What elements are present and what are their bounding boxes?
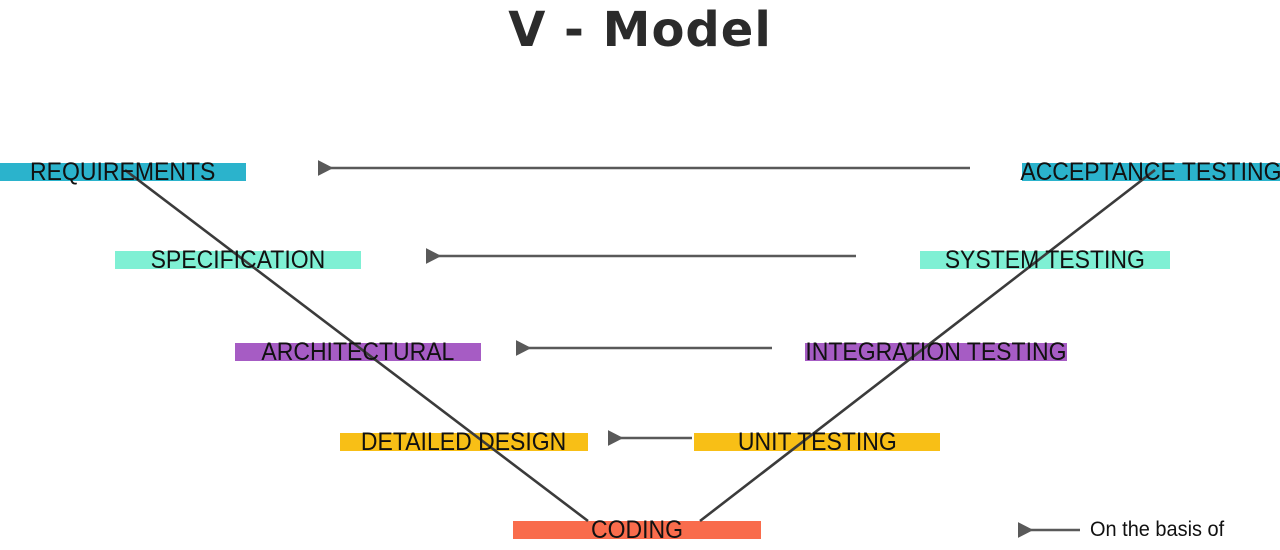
stage-label-acceptance-testing: ACCEPTANCE TESTING [1020,157,1280,186]
stage-integration-testing[interactable]: INTEGRATION TESTING [805,332,1067,372]
page-title: V - Model [508,2,772,58]
stage-coding[interactable]: CODING [513,510,761,550]
stage-requirements[interactable]: REQUIREMENTS [0,152,246,192]
stage-label-requirements: REQUIREMENTS [30,157,216,186]
legend-arrow-icon [1018,522,1080,538]
stage-acceptance-testing[interactable]: ACCEPTANCE TESTING [1020,152,1280,192]
stage-label-system-testing: SYSTEM TESTING [944,245,1146,274]
stage-label-architectural: ARCHITECTURAL [261,337,455,366]
legend-label: On the basis of [1090,518,1225,541]
legend: On the basis of [1010,515,1272,545]
stage-specification[interactable]: SPECIFICATION [115,240,361,280]
stage-label-unit-testing: UNIT TESTING [737,427,897,456]
stage-detailed-design[interactable]: DETAILED DESIGN [340,422,588,462]
stage-label-coding: CODING [591,515,683,544]
stage-bar-coding [513,521,761,539]
stage-architectural[interactable]: ARCHITECTURAL [235,332,481,372]
stage-label-detailed-design: DETAILED DESIGN [361,427,567,456]
stage-unit-testing[interactable]: UNIT TESTING [694,422,940,462]
relation-arrows-group [318,160,970,446]
stage-system-testing[interactable]: SYSTEM TESTING [920,240,1170,280]
stage-label-integration-testing: INTEGRATION TESTING [805,337,1067,366]
stage-label-specification: SPECIFICATION [150,245,326,274]
